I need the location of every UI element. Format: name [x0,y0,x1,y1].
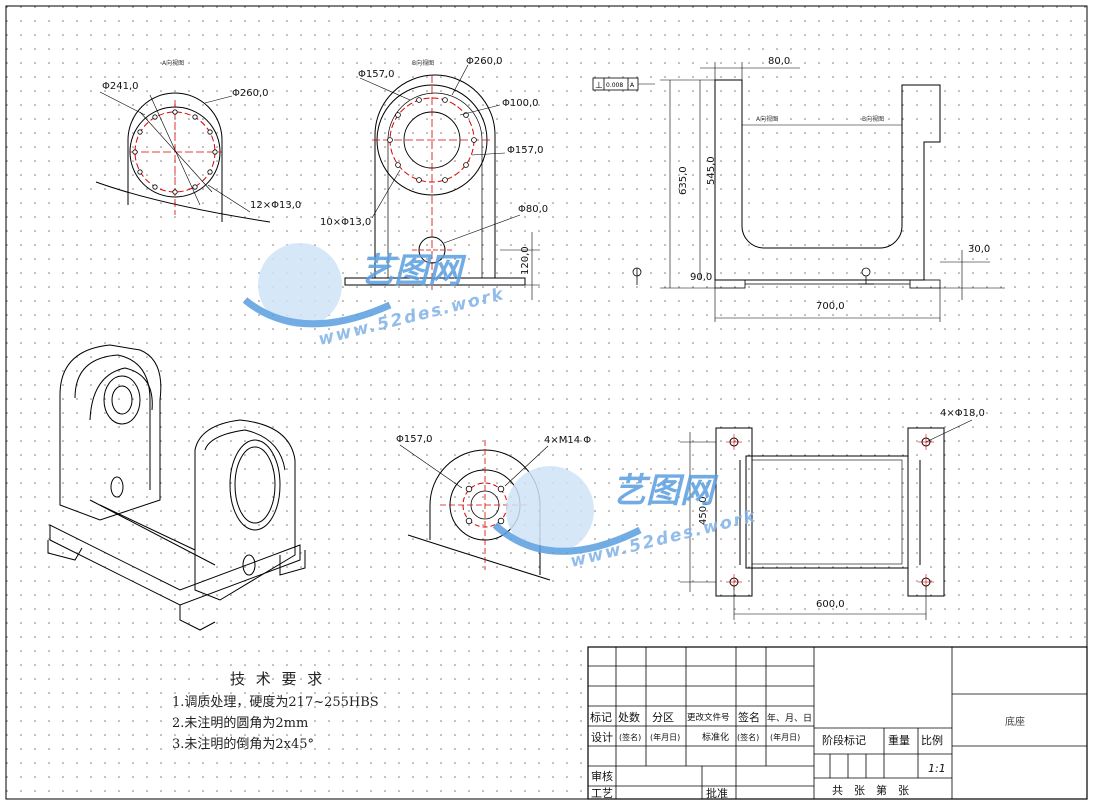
dim-main-5: 30,0 [968,244,990,255]
main-elevation-view: ⊥ 0.008 A A向视图 B向视图 80,0 545,0 635,0 90,… [592,56,1005,322]
tb-part-name: 底座 [1005,715,1025,728]
dim-side-2: Φ260,0 [232,88,269,99]
tolerance-value: 0.008 [606,82,623,89]
tb-zone: 分区 [652,711,674,724]
dim-front-4: Φ157,0 [507,145,544,156]
dim-main-2: 545,0 [706,156,717,185]
title-block: 标记 处数 分区 更改文件号 签名 年、月、日 设计 (签名) (年月日) 标准… [587,646,1088,800]
dim-front-6: Φ80,0 [518,204,548,215]
tb-weight: 重量 [888,733,910,747]
tech-req-item-1: 1.调质处理，硬度为217~255HBS [172,694,379,710]
side-view-a: A向视图 Φ241,0 Φ260,0 12×Φ13,0 [95,59,301,223]
tb-standard-sign: (签名) [737,732,759,742]
dim-front-7: 120,0 [520,246,531,275]
dim-detail-2: 4×M14 Φ [544,435,591,446]
tb-date: 年、月、日 [767,712,812,724]
view-label-a: A向视图 [162,59,184,67]
dim-top-2: 450,0 [698,496,709,525]
tb-stage-mark: 阶段标记 [822,733,866,747]
tech-req-item-3: 3.未注明的倒角为2x45° [172,736,314,752]
dim-top-1: 4×Φ18,0 [940,408,985,419]
tb-scale-value: 1:1 [928,762,946,775]
watermark-1: 艺图网 www.52des.work [242,243,507,350]
tb-design-sign: (签名) [619,732,641,742]
tech-requirements: 技 术 要 求 1.调质处理，硬度为217~255HBS 2.未注明的圆角为2m… [172,670,379,752]
tb-scale-label: 比例 [921,733,943,747]
view-label-b: B向视图 [412,59,434,67]
watermark-brand-2: 艺图网 [612,471,719,511]
tb-change-doc: 更改文件号 [687,712,730,723]
view-label-main-b: B向视图 [862,115,884,123]
dim-side-3: 12×Φ13,0 [250,200,301,211]
dim-main-1: 80,0 [768,56,790,67]
tb-approve: 批准 [706,786,728,800]
tb-count: 处数 [618,711,640,724]
dim-main-3: 635,0 [678,166,689,195]
dim-front-3: Φ100,0 [502,98,539,109]
tech-req-item-2: 2.未注明的圆角为2mm [172,715,308,731]
top-view [715,427,945,597]
dim-main-6: 700,0 [816,301,845,312]
tech-req-title: 技 术 要 求 [230,670,325,688]
tolerance-datum: A [630,82,635,89]
dim-top-3: 600,0 [816,599,845,610]
tb-design: 设计 [591,731,613,744]
dim-detail-1: Φ157,0 [396,434,433,445]
tb-design-date: (年月日) [650,732,680,742]
dim-front-1: Φ157,0 [358,69,395,80]
tb-mark: 标记 [590,710,612,724]
tb-sign: 签名 [738,710,760,724]
dim-front-2: Φ260,0 [466,56,503,67]
top-view-dims: 4×Φ18,0 450,0 600,0 [680,408,985,620]
tb-process: 工艺 [591,787,613,800]
watermark-brand-1: 艺图网 [360,251,467,291]
svg-text:⊥: ⊥ [595,81,603,91]
tb-standard: 标准化 [702,731,729,743]
view-label-main-a: A向视图 [756,115,778,123]
detail-view: Φ157,0 4×M14 Φ [396,434,591,581]
dim-front-5: 10×Φ13,0 [320,217,371,228]
dim-main-4: 90,0 [690,272,712,283]
front-view-b: B向视图 Φ157,0 Φ260,0 Φ100,0 Φ157,0 10×Φ13,… [320,56,548,300]
isometric-view [47,344,306,631]
dim-side-1: Φ241,0 [102,81,139,92]
tb-standard-date: (年月日) [770,732,800,742]
tb-sheets: 共 张 第 张 [832,783,909,797]
tb-audit: 审核 [591,769,613,783]
